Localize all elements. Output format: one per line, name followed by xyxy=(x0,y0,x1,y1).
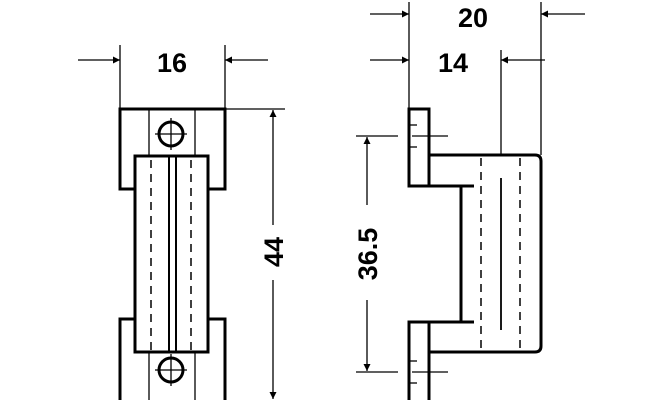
dimension-width-label: 16 xyxy=(157,48,187,78)
hinge-profile xyxy=(429,153,543,354)
screw-hole-icon xyxy=(155,118,187,150)
dimension-hole-spacing-label: 36.5 xyxy=(353,228,383,281)
side-view: 20 14 36.5 xyxy=(353,2,585,400)
top-plate xyxy=(118,107,227,191)
screw-hole-icon xyxy=(155,354,187,386)
dimension-body-width-label: 14 xyxy=(438,48,468,78)
hinge-body xyxy=(133,154,210,354)
front-view: 16 44 xyxy=(78,45,289,400)
bottom-plate xyxy=(118,317,227,400)
dimension-height-label: 44 xyxy=(259,237,289,267)
dimension-total-width-label: 20 xyxy=(458,3,488,33)
